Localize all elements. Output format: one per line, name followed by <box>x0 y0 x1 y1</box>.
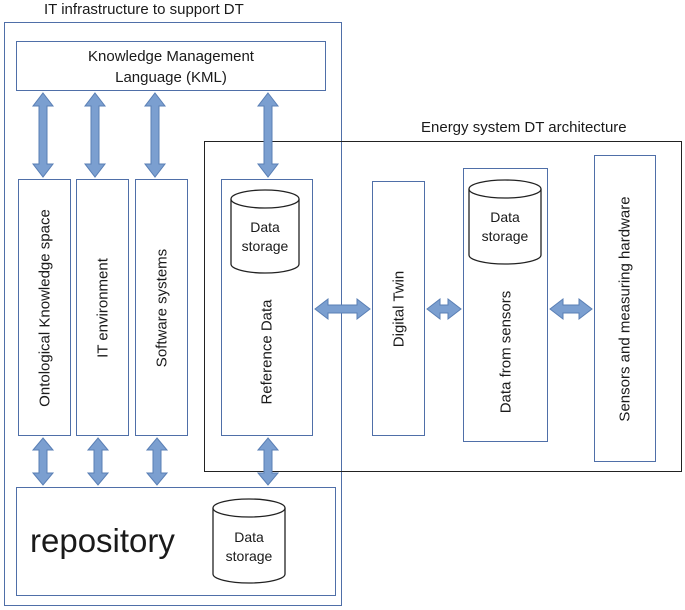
arrow-kml-it-environment <box>83 92 107 178</box>
arrow-digital-twin-sensor-data <box>426 297 462 321</box>
sensor-storage-label: Data storage <box>481 209 529 244</box>
repository-label: repository <box>30 522 175 559</box>
energy-dt-frame <box>204 141 682 472</box>
repository-data-storage-icon <box>212 498 286 584</box>
arrow-sensor-data-hardware <box>549 297 593 321</box>
reference-storage-label: Data storage <box>241 219 289 254</box>
arrow-kml-reference <box>256 92 280 178</box>
arrow-reference-repository <box>256 437 280 486</box>
energy-dt-title: Energy system DT architecture <box>421 119 627 136</box>
arrow-ontological-repository <box>31 437 55 486</box>
repository-storage-label: Data storage <box>225 529 273 564</box>
ontological-knowledge-column: Ontological Knowledge space <box>18 179 71 436</box>
hardware-column: Sensors and measuring hardware <box>594 155 656 462</box>
digital-twin-column: Digital Twin <box>372 181 425 436</box>
it-infrastructure-frame <box>4 22 342 606</box>
arrow-it-environment-repository <box>86 437 110 486</box>
it-infrastructure-title: IT infrastructure to support DT <box>44 1 244 18</box>
arrow-kml-software <box>143 92 167 178</box>
it-environment-column: IT environment <box>76 179 129 436</box>
repository-box <box>16 487 336 596</box>
arrow-software-repository <box>145 437 169 486</box>
arrow-reference-digital-twin <box>314 297 371 321</box>
kml-label: Knowledge Management Language (KML) <box>88 48 254 86</box>
reference-data-storage-icon <box>230 189 300 274</box>
sensor-data-storage-icon <box>468 179 542 265</box>
kml-box: Knowledge Management Language (KML) <box>16 41 326 91</box>
arrow-kml-ontological <box>31 92 55 178</box>
software-systems-column: Software systems <box>135 179 188 436</box>
